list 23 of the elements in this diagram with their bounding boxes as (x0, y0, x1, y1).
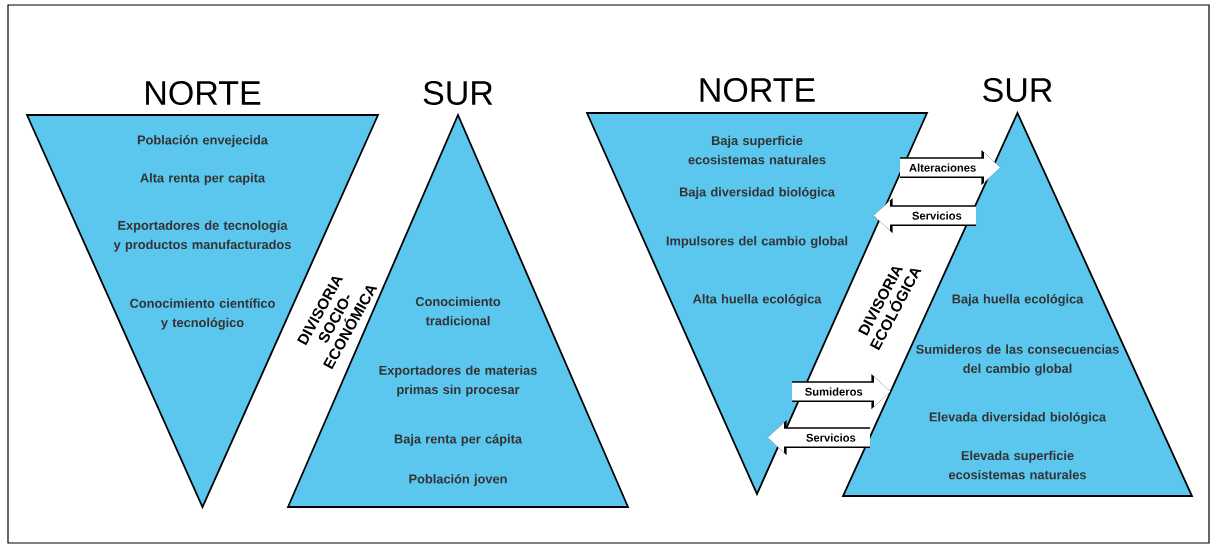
node-text: Elevada superficie ecosistemas naturales (949, 450, 1086, 480)
node-text: Alta renta per capita (140, 173, 266, 185)
node-text: Población envejecida (137, 135, 269, 148)
node-text: Baja huella ecológica (952, 293, 1084, 307)
edge-label: Alteraciones (907, 162, 978, 173)
node-text: Baja superficie ecosistemas naturales (688, 135, 826, 165)
node-text: Exportadores de tecnología y productos manufacturados (113, 220, 291, 252)
node-text: Población joven (409, 474, 507, 487)
heading: NORTE (700, 77, 815, 103)
node-text: Baja renta per cápita (394, 434, 523, 447)
heading: NORTE (146, 80, 261, 106)
heading: SUR (423, 80, 493, 106)
node-text: Conocimiento científico y tecnológico (130, 298, 275, 330)
edge-label: Servicios (910, 210, 963, 221)
heading: SUR (983, 77, 1052, 103)
node-text: Baja diversidad biológica (679, 186, 835, 200)
edge-label: Sumideros (803, 386, 864, 397)
node-text: Impulsores del cambio global (666, 236, 848, 248)
edge-label: Servicios (804, 432, 857, 443)
node-text: Exportadores de materias primas sin procesar (379, 365, 537, 397)
node-text: Conocimiento tradicional (415, 296, 501, 326)
node-text: Alta huella ecológica (692, 293, 822, 307)
node-text: Elevada diversidad biológica (929, 411, 1107, 425)
